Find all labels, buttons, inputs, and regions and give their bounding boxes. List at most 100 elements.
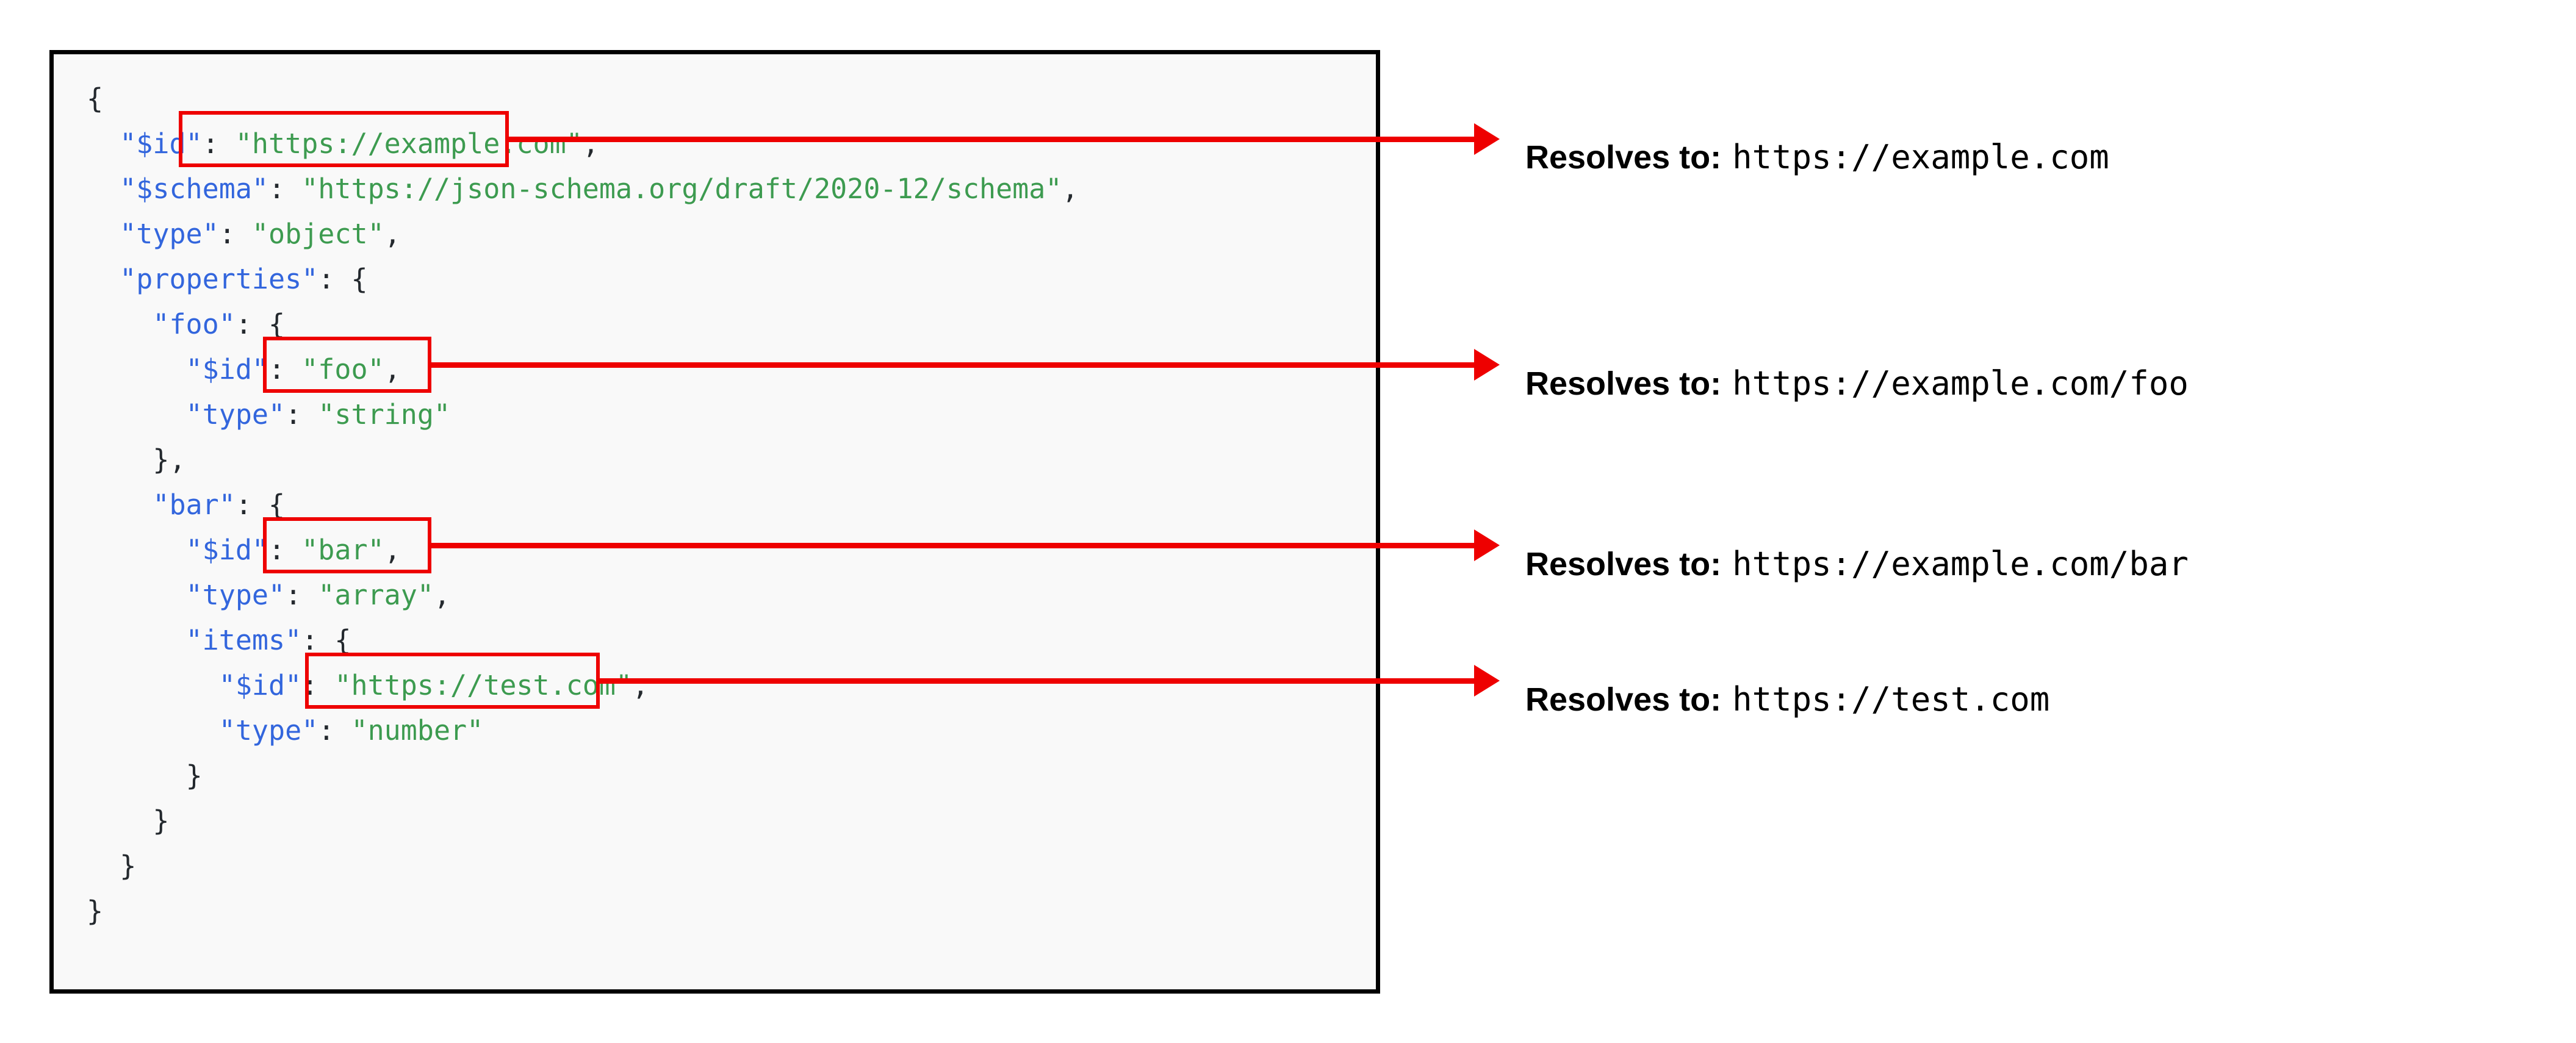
- code-indent: [87, 353, 186, 385]
- code-indent: [87, 805, 153, 837]
- code-indent: [87, 308, 153, 340]
- code-token-key: "foo": [153, 308, 236, 340]
- code-token-punct: :: [301, 669, 335, 701]
- code-token-str: "foo": [301, 353, 384, 385]
- code-token-punct: :: [268, 173, 302, 205]
- code-token-punct: }: [153, 805, 170, 837]
- code-token-punct: : {: [301, 624, 351, 656]
- code-token-punct: ,: [384, 353, 401, 385]
- resolve-arrow-head: [1474, 123, 1500, 155]
- resolve-arrow-line: [431, 543, 1474, 548]
- code-line: "$id": "https://example.com",: [87, 121, 1079, 167]
- resolves-to-label: Resolves to:: [1525, 681, 1722, 718]
- code-token-punct: ,: [632, 669, 649, 701]
- resolve-arrow-head: [1474, 349, 1500, 381]
- resolve-arrow-line: [509, 137, 1474, 142]
- code-line: {: [87, 76, 1079, 121]
- code-indent: [87, 127, 120, 160]
- code-token-key: "$schema": [120, 173, 269, 205]
- code-indent: [87, 443, 153, 476]
- code-token-key: "$id": [185, 353, 269, 385]
- code-token-punct: ,: [1062, 173, 1079, 205]
- code-token-punct: ,: [384, 534, 401, 566]
- code-token-str: "https://json-schema.org/draft/2020-12/s…: [301, 173, 1062, 205]
- code-token-key: "type": [185, 398, 286, 431]
- resolves-to-label: Resolves to:: [1525, 365, 1722, 402]
- code-token-punct: ,: [582, 127, 599, 160]
- code-token-punct: }: [185, 759, 203, 792]
- resolves-to-annotation: Resolves to: https://test.com: [1525, 680, 2049, 719]
- code-line: "type": "array",: [87, 573, 1079, 618]
- code-token-str: "number": [351, 714, 484, 747]
- code-token-punct: :: [268, 534, 302, 566]
- code-token-punct: : {: [318, 263, 368, 295]
- resolve-arrow-head: [1474, 665, 1500, 697]
- code-token-str: "bar": [301, 534, 384, 566]
- code-indent: [87, 534, 186, 566]
- code-token-key: "$id": [120, 127, 203, 160]
- code-line: "type": "object",: [87, 212, 1079, 257]
- resolve-arrow-head: [1474, 529, 1500, 561]
- code-token-punct: :: [285, 579, 318, 611]
- code-indent: [87, 624, 186, 656]
- code-token-str: "https://test.com": [334, 669, 633, 701]
- code-indent: [87, 263, 120, 295]
- code-token-punct: :: [285, 398, 318, 431]
- code-token-punct: : {: [235, 308, 286, 340]
- code-line: }: [87, 844, 1079, 889]
- code-token-punct: : {: [235, 489, 286, 521]
- code-token-key: "$id": [185, 534, 269, 566]
- json-code-block: { "$id": "https://example.com", "$schema…: [49, 50, 1380, 994]
- code-indent: [87, 173, 120, 205]
- code-token-punct: }: [120, 850, 137, 882]
- code-indent: [87, 714, 219, 747]
- code-token-punct: ,: [384, 218, 401, 250]
- code-indent: [87, 850, 120, 882]
- code-token-key: "$id": [218, 669, 302, 701]
- code-line: "$id": "bar",: [87, 528, 1079, 573]
- code-indent: [87, 398, 186, 431]
- code-line: "bar": {: [87, 482, 1079, 528]
- resolved-uri-value: https://test.com: [1732, 680, 2050, 719]
- code-line: }: [87, 798, 1079, 844]
- code-line: "$id": "foo",: [87, 347, 1079, 392]
- code-indent: [87, 669, 219, 701]
- code-token-punct: }: [87, 895, 104, 927]
- code-token-punct: {: [87, 82, 104, 115]
- code-line: "foo": {: [87, 302, 1079, 347]
- code-token-str: "object": [251, 218, 384, 250]
- code-line: "items": {: [87, 618, 1079, 663]
- resolves-to-label: Resolves to:: [1525, 546, 1722, 582]
- code-token-key: "type": [120, 218, 219, 250]
- code-token-key: "items": [185, 624, 302, 656]
- code-token-punct: :: [218, 218, 252, 250]
- code-line: "$id": "https://test.com",: [87, 663, 1079, 708]
- code-indent: [87, 218, 120, 250]
- resolves-to-label: Resolves to:: [1525, 139, 1722, 176]
- resolved-uri-value: https://example.com: [1732, 138, 2109, 176]
- resolve-arrow-line: [600, 678, 1474, 684]
- code-token-str: "array": [318, 579, 434, 611]
- code-token-punct: :: [318, 714, 351, 747]
- code-line: }: [87, 889, 1079, 934]
- resolves-to-annotation: Resolves to: https://example.com/bar: [1525, 545, 2189, 583]
- code-lines-container: { "$id": "https://example.com", "$schema…: [87, 76, 1079, 934]
- code-token-key: "type": [218, 714, 318, 747]
- code-line: "$schema": "https://json-schema.org/draf…: [87, 167, 1079, 212]
- resolves-to-annotation: Resolves to:https://example.com/foo: [1525, 364, 2189, 403]
- resolve-arrow-line: [431, 362, 1474, 368]
- code-line: "type": "string": [87, 392, 1079, 437]
- code-token-str: "https://example.com": [235, 127, 583, 160]
- code-token-punct: ,: [433, 579, 451, 611]
- code-token-key: "type": [185, 579, 286, 611]
- code-token-key: "properties": [120, 263, 318, 295]
- code-line: "type": "number": [87, 708, 1079, 753]
- code-token-punct: },: [153, 443, 186, 476]
- code-token-str: "string": [318, 398, 451, 431]
- code-token-key: "bar": [153, 489, 236, 521]
- resolves-to-annotation: Resolves to: https://example.com: [1525, 138, 2109, 176]
- code-indent: [87, 759, 186, 792]
- resolved-uri-value: https://example.com/bar: [1732, 545, 2189, 583]
- code-line: "properties": {: [87, 257, 1079, 302]
